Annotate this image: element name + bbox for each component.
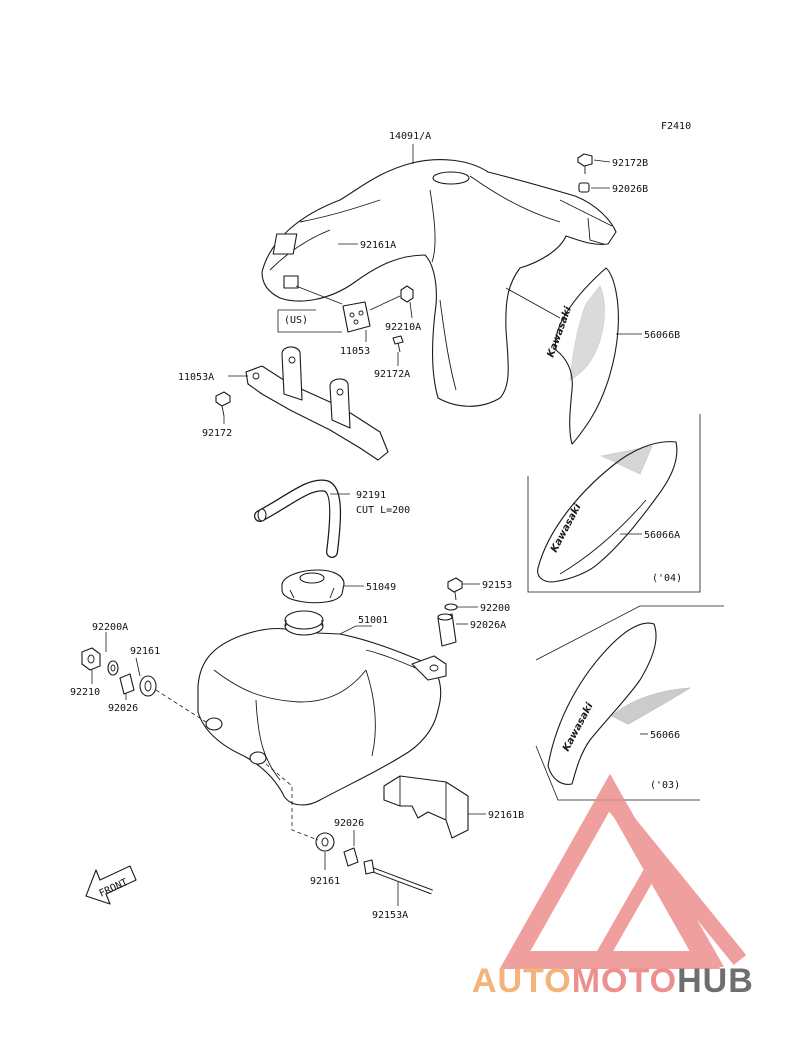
cap-51049	[281, 569, 345, 604]
callout-92026: 92026	[108, 703, 138, 714]
bracket-11053	[342, 301, 371, 333]
watermark-auto: AUTO	[472, 962, 572, 1000]
callout-11053: 11053	[340, 346, 370, 357]
callout-92026-bottom: 92026	[334, 818, 364, 829]
callout-56066B: 56066B	[644, 330, 680, 341]
callout-92210A: 92210A	[385, 322, 421, 333]
callout-51001: 51001	[358, 615, 388, 626]
bolt-92172B	[577, 153, 593, 174]
nut-92210	[81, 647, 101, 671]
watermark-text: AUTOMOTOHUB	[472, 962, 754, 1001]
collar-92026-bottom	[343, 847, 359, 867]
callout-92161: 92161	[130, 646, 160, 657]
panel-box-03: Kawasaki	[535, 605, 724, 801]
callout-92161B: 92161B	[488, 810, 524, 821]
figure-code: F2410	[661, 121, 691, 132]
bolt-92172	[215, 391, 231, 417]
grommet-92210A	[400, 285, 414, 303]
callout-92026A: 92026A	[470, 620, 506, 631]
callout-cut-length: CUT L=200	[356, 505, 410, 516]
callout-92191: 92191	[356, 490, 386, 501]
grommet-92161	[139, 675, 157, 697]
washer-92200A	[107, 660, 119, 676]
collar-92026A	[437, 613, 457, 647]
front-arrow[interactable]: FRONT	[85, 865, 137, 905]
callout-11053A: 11053A	[178, 372, 214, 383]
callout-labels: 14091/A 92172B 92026B 92161A (US) 92210A…	[70, 131, 682, 921]
callout-51049: 51049	[366, 582, 396, 593]
watermark-moto: MOTO	[571, 962, 678, 1000]
watermark-logo	[499, 773, 747, 969]
callout-92161-bottom: 92161	[310, 876, 340, 887]
grommet-92161-bottom	[315, 832, 335, 852]
washer-92200	[444, 603, 458, 611]
callout-92200A: 92200A	[92, 622, 128, 633]
callout-56066A: 56066A	[644, 530, 680, 541]
callout-92153A: 92153A	[372, 910, 408, 921]
collar-92026	[119, 673, 135, 695]
shroud-56066B: Kawasaki	[545, 267, 619, 445]
callout-US: (US)	[284, 315, 308, 326]
callout-92200: 92200	[480, 603, 510, 614]
bolt-92153A	[363, 859, 433, 895]
tank-cover	[261, 159, 617, 407]
callout-92172: 92172	[202, 428, 232, 439]
hose-92191	[254, 479, 342, 558]
bolt-92153	[447, 577, 463, 601]
bolt-92172A	[392, 335, 404, 353]
collar-92026B	[578, 182, 590, 193]
panel-box-04: Kawasaki	[527, 414, 701, 593]
fuel-tank-51001	[197, 610, 447, 806]
cushion-92161B	[383, 775, 469, 839]
callout-year-03: ('03)	[650, 780, 680, 791]
callout-92172A: 92172A	[374, 369, 410, 380]
bracket-11053A	[245, 346, 389, 461]
callout-92210: 92210	[70, 687, 100, 698]
callout-14091A: 14091/A	[389, 131, 431, 142]
watermark-hub: HUB	[677, 962, 754, 1000]
callout-56066: 56066	[650, 730, 680, 741]
callout-92172B: 92172B	[612, 158, 648, 169]
callout-year-04: ('04)	[652, 573, 682, 584]
callout-92026B: 92026B	[612, 184, 648, 195]
callout-92161A: 92161A	[360, 240, 396, 251]
callout-92153: 92153	[482, 580, 512, 591]
leader-lines	[91, 144, 648, 906]
